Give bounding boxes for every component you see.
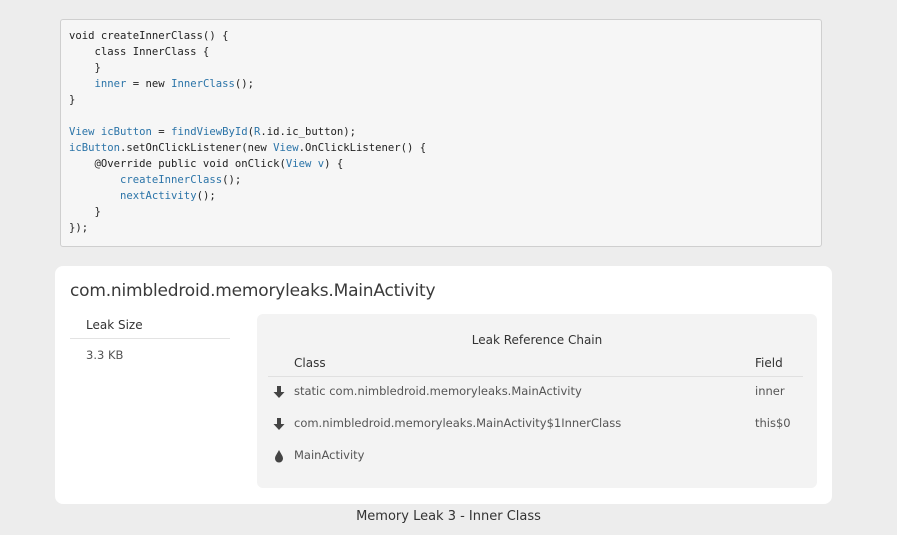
code-text: = — [151, 126, 172, 138]
chain-row: static com.nimbledroid.memoryleaks.MainA… — [268, 384, 803, 404]
code-text — [69, 190, 120, 202]
code-text: } — [69, 94, 76, 106]
code-line: View icButton = findViewById(R.id.ic_but… — [69, 124, 821, 140]
code-identifier: InnerClass — [171, 78, 235, 90]
code-text — [69, 78, 95, 90]
code-text: class InnerClass { — [69, 46, 210, 58]
chain-row: MainActivity — [268, 448, 803, 468]
code-line: icButton.setOnClickListener(new View.OnC… — [69, 140, 821, 156]
code-text — [69, 174, 120, 186]
code-identifier: R — [254, 126, 261, 138]
arrow-down-icon — [272, 416, 286, 432]
code-line: } — [69, 92, 821, 108]
code-text: } — [69, 62, 101, 74]
leak-size-header: Leak Size — [70, 318, 230, 339]
chain-row-field: inner — [755, 384, 785, 398]
leak-reference-chain: Leak Reference Chain Class Field static … — [257, 314, 817, 488]
code-identifier: View — [273, 142, 299, 154]
code-text: } — [69, 206, 101, 218]
code-identifier: createInnerClass — [120, 174, 223, 186]
code-text: (); — [196, 190, 216, 202]
field-column-header: Field — [755, 356, 783, 370]
chain-row: com.nimbledroid.memoryleaks.MainActivity… — [268, 416, 803, 436]
code-line — [69, 108, 821, 124]
code-identifier: View v — [285, 158, 325, 170]
code-snippet: void createInnerClass() { class InnerCla… — [60, 19, 822, 247]
leak-card: com.nimbledroid.memoryleaks.MainActivity… — [55, 266, 832, 504]
figure-caption: Memory Leak 3 - Inner Class — [356, 509, 541, 524]
code-text: .setOnClickListener(new — [120, 142, 274, 154]
arrow-down-icon — [272, 384, 286, 400]
chain-row-class: static com.nimbledroid.memoryleaks.MainA… — [294, 384, 582, 398]
code-text: (); — [222, 174, 242, 186]
code-line: } — [69, 60, 821, 76]
code-line: class InnerClass { — [69, 44, 821, 60]
code-text: void createInnerClass() { — [69, 30, 229, 42]
chain-row-field: this$0 — [755, 416, 791, 430]
code-text: }); — [69, 222, 89, 234]
code-line: } — [69, 204, 821, 220]
code-identifier: icButton — [69, 142, 121, 154]
code-identifier: nextActivity — [120, 190, 197, 202]
chain-row-class: MainActivity — [294, 448, 365, 462]
class-column-header: Class — [294, 356, 326, 370]
code-text: @Override public void onClick( — [69, 158, 286, 170]
code-line: nextActivity(); — [69, 188, 821, 204]
leak-activity-title: com.nimbledroid.memoryleaks.MainActivity — [70, 281, 436, 301]
droplet-icon — [272, 448, 286, 464]
code-text: .id.ic_button); — [260, 126, 357, 138]
code-text: = new — [126, 78, 172, 90]
code-line: }); — [69, 220, 821, 236]
code-line: void createInnerClass() { — [69, 28, 821, 44]
code-text: ) { — [324, 158, 344, 170]
leak-size-column: Leak Size 3.3 KB — [70, 318, 230, 362]
chain-row-class: com.nimbledroid.memoryleaks.MainActivity… — [294, 416, 622, 430]
chain-title: Leak Reference Chain — [471, 333, 603, 347]
leak-size-value: 3.3 KB — [86, 348, 124, 362]
code-identifier: findViewById — [171, 126, 248, 138]
chain-header-row: Class Field — [268, 356, 803, 377]
code-text: ( — [247, 126, 254, 138]
code-identifier: View icButton — [69, 126, 152, 138]
code-identifier: inner — [94, 78, 127, 90]
code-line: @Override public void onClick(View v) { — [69, 156, 821, 172]
code-text: (); — [234, 78, 254, 90]
code-line: createInnerClass(); — [69, 172, 821, 188]
code-text: .OnClickListener() { — [298, 142, 427, 154]
code-line: inner = new InnerClass(); — [69, 76, 821, 92]
